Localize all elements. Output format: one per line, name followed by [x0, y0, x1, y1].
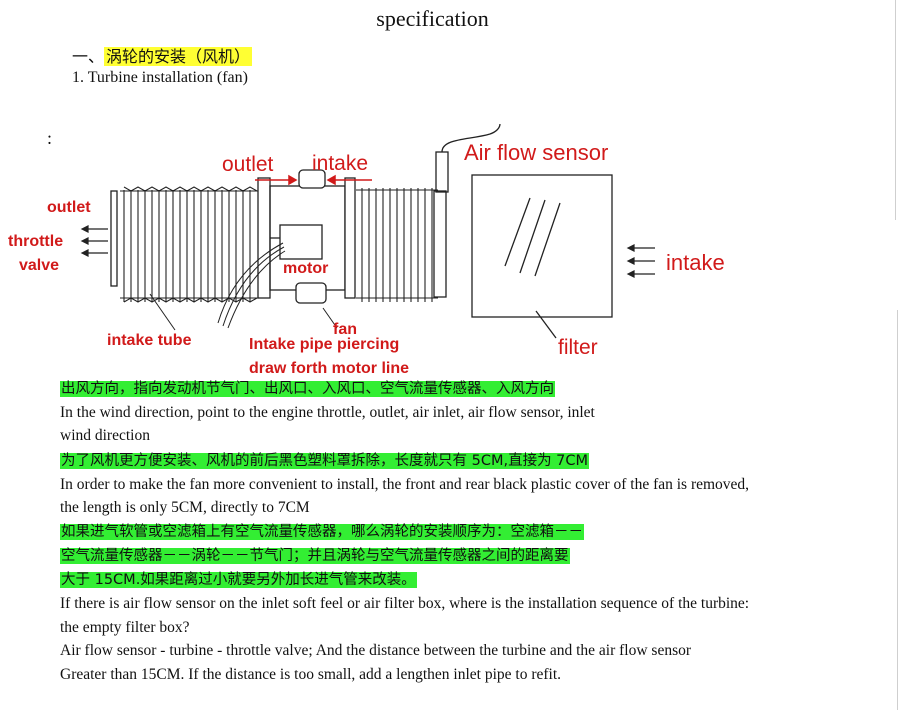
intake-arrows-right — [626, 244, 655, 278]
fan-housing — [257, 169, 356, 304]
label-intake-tube: intake tube — [107, 332, 192, 349]
label-throttle: throttle — [8, 233, 63, 250]
body-line-cn: 空气流量传感器－－涡轮－－节气门；并且涡轮与空气流量传感器之间的距离要 — [60, 548, 570, 564]
body-line-en: the empty filter box? — [60, 619, 190, 636]
label-intake-pipe-line2: draw forth motor line — [249, 360, 409, 377]
label-air-flow-sensor: Air flow sensor — [464, 140, 608, 165]
section-heading-cn: 一、涡轮的安装（风机） — [72, 43, 253, 67]
intake-tube-left-bellows — [120, 186, 268, 303]
body-line-en: Greater than 15CM. If the distance is to… — [60, 666, 562, 683]
body-line-cn: 大于 15CM.如果距离过小就要另外加长进气管来改装。 — [60, 572, 417, 588]
body-line-en: In the wind direction, point to the engi… — [60, 404, 595, 421]
turbine-installation-diagram: outlet intake Air flow sensor outlet thr… — [8, 123, 725, 377]
filter-box — [471, 174, 613, 339]
body-line-en: the length is only 5CM, directly to 7CM — [60, 499, 310, 516]
label-motor: motor — [283, 260, 328, 277]
body-line-cn: 为了风机更方便安装、风机的前后黑色塑料罩拆除，长度就只有 5CM,直接为 7CM — [60, 453, 590, 469]
body-line-en: Air flow sensor - turbine - throttle val… — [60, 642, 692, 659]
body-line-en: In order to make the fan more convenient… — [60, 476, 750, 493]
motor-wires — [217, 242, 286, 329]
label-fan: fan — [333, 321, 357, 338]
label-arrows — [255, 174, 372, 186]
outlet-arrows-left — [80, 225, 108, 257]
label-outlet-top: outlet — [222, 153, 274, 176]
section-number: 一、 — [72, 47, 105, 66]
page-title: specification — [376, 6, 489, 31]
colon-mark: : — [47, 128, 53, 148]
air-flow-sensor — [433, 123, 501, 298]
section-heading-cn-text: 涡轮的安装（风机） — [104, 47, 253, 66]
label-intake-pipe-line1: Intake pipe piercing — [249, 336, 399, 353]
leader-lines — [149, 293, 338, 331]
body-line-cn: 出风方向，指向发动机节气门、出风口、入风口、空气流量传感器、入风方向 — [60, 381, 555, 397]
label-filter: filter — [558, 336, 598, 359]
label-valve: valve — [19, 257, 59, 274]
label-intake-top: intake — [312, 152, 368, 175]
page-edge-top — [895, 0, 900, 220]
label-intake-right: intake — [666, 250, 725, 275]
throttle-plate — [110, 190, 118, 287]
section-heading-en: 1. Turbine installation (fan) — [72, 69, 248, 86]
body-line-en: wind direction — [60, 427, 150, 444]
body-line-cn: 如果进气软管或空滤箱上有空气流量传感器，哪么涡轮的安装顺序为：空滤箱－－ — [60, 524, 584, 540]
body-line-en: If there is air flow sensor on the inlet… — [60, 595, 750, 612]
intake-tube-right-bellows — [356, 188, 438, 302]
page-edge-bottom — [897, 310, 900, 710]
label-outlet-left: outlet — [47, 199, 91, 216]
